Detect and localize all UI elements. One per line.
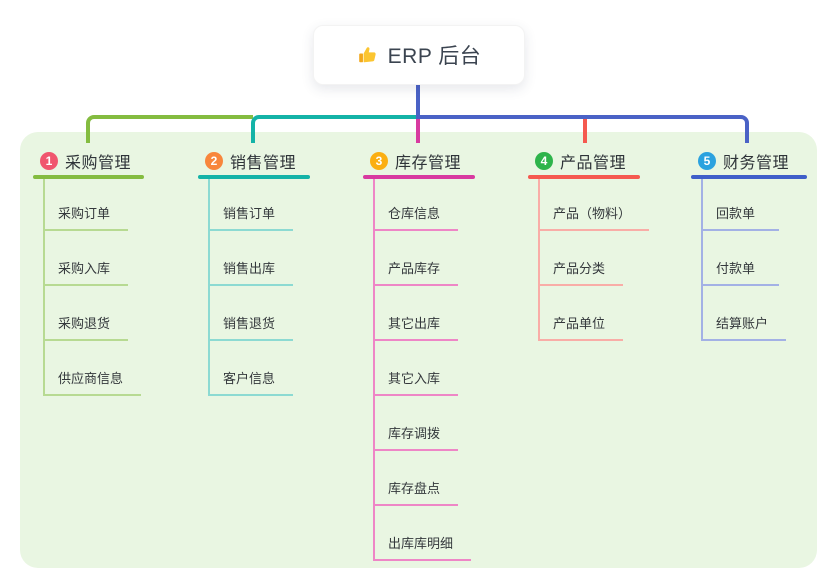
child-label: 产品（物料） [553,206,632,221]
child-node[interactable]: 销售退货 [208,311,294,341]
child-label: 仓库信息 [388,206,441,221]
child-label: 其它入库 [388,371,441,386]
child-node[interactable]: 结算账户 [701,311,787,341]
connector-branch-5 [416,115,749,143]
connector-drop-branch-3 [416,119,420,143]
branch-underline [363,175,475,179]
root-trunk-line [416,83,420,116]
branch-number-badge: 1 [40,152,58,170]
child-node[interactable]: 销售出库 [208,256,294,286]
child-label: 采购退货 [58,316,111,331]
child-label: 销售出库 [223,261,276,276]
branch-underline [691,175,807,179]
branch-title: 销售管理 [230,155,297,172]
branch-child-connector-line [701,179,703,341]
child-node[interactable]: 采购入库 [43,256,129,286]
branch-child-connector-line [538,179,540,341]
child-label: 产品分类 [553,261,606,276]
child-label: 客户信息 [223,371,276,386]
root-node[interactable]: ERP 后台 [313,25,525,85]
child-label: 库存盘点 [388,481,441,496]
branch-title: 产品管理 [560,155,627,172]
child-label: 销售订单 [223,206,276,221]
child-node[interactable]: 其它出库 [373,311,459,341]
child-node[interactable]: 付款单 [701,256,779,286]
child-label: 其它出库 [388,316,441,331]
branch-number-badge: 3 [370,152,388,170]
branch-node-2[interactable]: 2 销售管理 [205,151,297,172]
connector-drop-branch-4 [583,119,587,143]
child-label: 付款单 [716,261,756,276]
connector-branch-2 [251,115,418,143]
branch-node-1[interactable]: 1 采购管理 [40,151,132,172]
child-node[interactable]: 采购退货 [43,311,129,341]
child-node[interactable]: 产品（物料） [538,201,650,231]
child-label: 采购入库 [58,261,111,276]
child-label: 销售退货 [223,316,276,331]
branch-title: 库存管理 [395,155,462,172]
branch-underline [33,175,144,179]
branch-child-connector-line [208,179,210,396]
child-node[interactable]: 库存调拨 [373,421,459,451]
child-node[interactable]: 产品分类 [538,256,624,286]
child-node[interactable]: 出库库明细 [373,531,472,561]
child-label: 出库库明细 [388,536,454,551]
child-node[interactable]: 客户信息 [208,366,294,396]
child-label: 回款单 [716,206,756,221]
child-label: 产品单位 [553,316,606,331]
branch-underline [198,175,310,179]
child-node[interactable]: 其它入库 [373,366,459,396]
child-label: 产品库存 [388,261,441,276]
branch-title: 采购管理 [65,155,132,172]
branch-number-badge: 5 [698,152,716,170]
branch-node-5[interactable]: 5 财务管理 [698,151,790,172]
child-node[interactable]: 供应商信息 [43,366,142,396]
child-node[interactable]: 库存盘点 [373,476,459,506]
child-label: 结算账户 [716,316,769,331]
child-label: 供应商信息 [58,371,124,386]
branch-number-badge: 2 [205,152,223,170]
branch-node-4[interactable]: 4 产品管理 [535,151,627,172]
connector-branch-1 [86,115,253,143]
thumbs-up-icon [358,47,376,63]
child-label: 采购订单 [58,206,111,221]
child-node[interactable]: 回款单 [701,201,779,231]
child-node[interactable]: 产品库存 [373,256,459,286]
child-node[interactable]: 仓库信息 [373,201,459,231]
branch-node-3[interactable]: 3 库存管理 [370,151,462,172]
branch-number-badge: 4 [535,152,553,170]
child-label: 库存调拨 [388,426,441,441]
root-title: ERP 后台 [387,45,482,68]
branch-child-connector-line [43,179,45,396]
mindmap-panel [20,132,817,568]
child-node[interactable]: 销售订单 [208,201,294,231]
child-node[interactable]: 产品单位 [538,311,624,341]
branch-title: 财务管理 [723,155,790,172]
branch-underline [528,175,640,179]
branch-child-connector-line [373,179,375,561]
child-node[interactable]: 采购订单 [43,201,129,231]
